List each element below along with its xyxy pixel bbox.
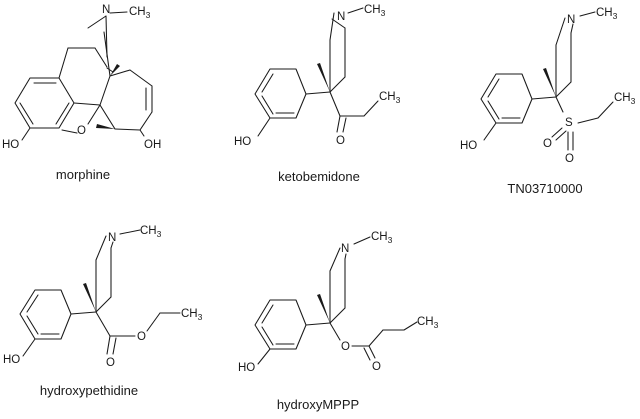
- hydroxypethidine-ester-oxygen: O: [137, 331, 146, 343]
- hydroxympp-caption: hydroxyMPPP: [277, 397, 359, 412]
- hydroxypethidine-caption: hydroxypethidine: [40, 383, 138, 398]
- hydroxypethidine-ethyl-label: CH3: [181, 308, 203, 322]
- tn03710000-ethyl-label: CH3: [614, 92, 636, 106]
- hydroxympp-structure: N CH3 O CH3 O HO hydroxyMPPP: [238, 231, 439, 412]
- hydroxypethidine-structure: N CH3 O CH3 O HO hydroxypethidine: [3, 225, 203, 398]
- ketobemidone-structure: N CH3 CH3 O HO ketobemidone: [234, 4, 401, 184]
- tn03710000-nitrogen-atom: N: [567, 14, 575, 26]
- hydroxypethidine-carbonyl-oxygen: O: [106, 357, 115, 369]
- hydroxympp-nitrogen-atom: N: [341, 243, 349, 255]
- morphine-structure: N CH3 O HO OH morphine: [2, 4, 161, 182]
- ketobemidone-methyl-label: CH3: [364, 4, 386, 18]
- hydroxypethidine-hydroxyl-label: HO: [3, 354, 20, 366]
- hydroxympp-carbonyl-oxygen: O: [372, 361, 381, 373]
- hydroxypethidine-methyl-label: CH3: [140, 225, 162, 239]
- hydroxympp-methyl-label: CH3: [371, 231, 393, 245]
- hydroxympp-hydroxyl-label: HO: [238, 362, 255, 374]
- morphine-oxygen-atom: O: [77, 125, 86, 137]
- ketobemidone-hydroxyl-label: HO: [234, 136, 251, 148]
- tn03710000-methyl-label: CH3: [596, 7, 618, 21]
- ketobemidone-oxygen-atom: O: [336, 135, 345, 147]
- ketobemidone-caption: ketobemidone: [278, 169, 360, 184]
- tn03710000-oxygen-1: O: [543, 138, 552, 150]
- ketobemidone-ethyl-label: CH3: [379, 91, 401, 105]
- morphine-hydroxyl-left-label: HO: [2, 139, 19, 151]
- morphine-nitrogen-atom: N: [102, 4, 110, 16]
- morphine-caption: morphine: [56, 167, 110, 182]
- hydroxympp-ethyl-label: CH3: [417, 316, 439, 330]
- ketobemidone-nitrogen-atom: N: [337, 11, 345, 23]
- tn03710000-oxygen-2: O: [565, 153, 574, 165]
- tn03710000-sulfur-atom: S: [565, 117, 573, 129]
- tn03710000-caption: TN03710000: [507, 181, 582, 196]
- tn03710000-structure: N CH3 S CH3 O O HO TN03710000: [460, 7, 636, 196]
- tn03710000-hydroxyl-label: HO: [460, 140, 477, 152]
- hydroxympp-ester-oxygen: O: [341, 341, 350, 353]
- morphine-hydroxyl-right-label: OH: [144, 139, 161, 151]
- morphine-methyl-label: CH3: [129, 6, 151, 20]
- hydroxypethidine-nitrogen-atom: N: [108, 232, 116, 244]
